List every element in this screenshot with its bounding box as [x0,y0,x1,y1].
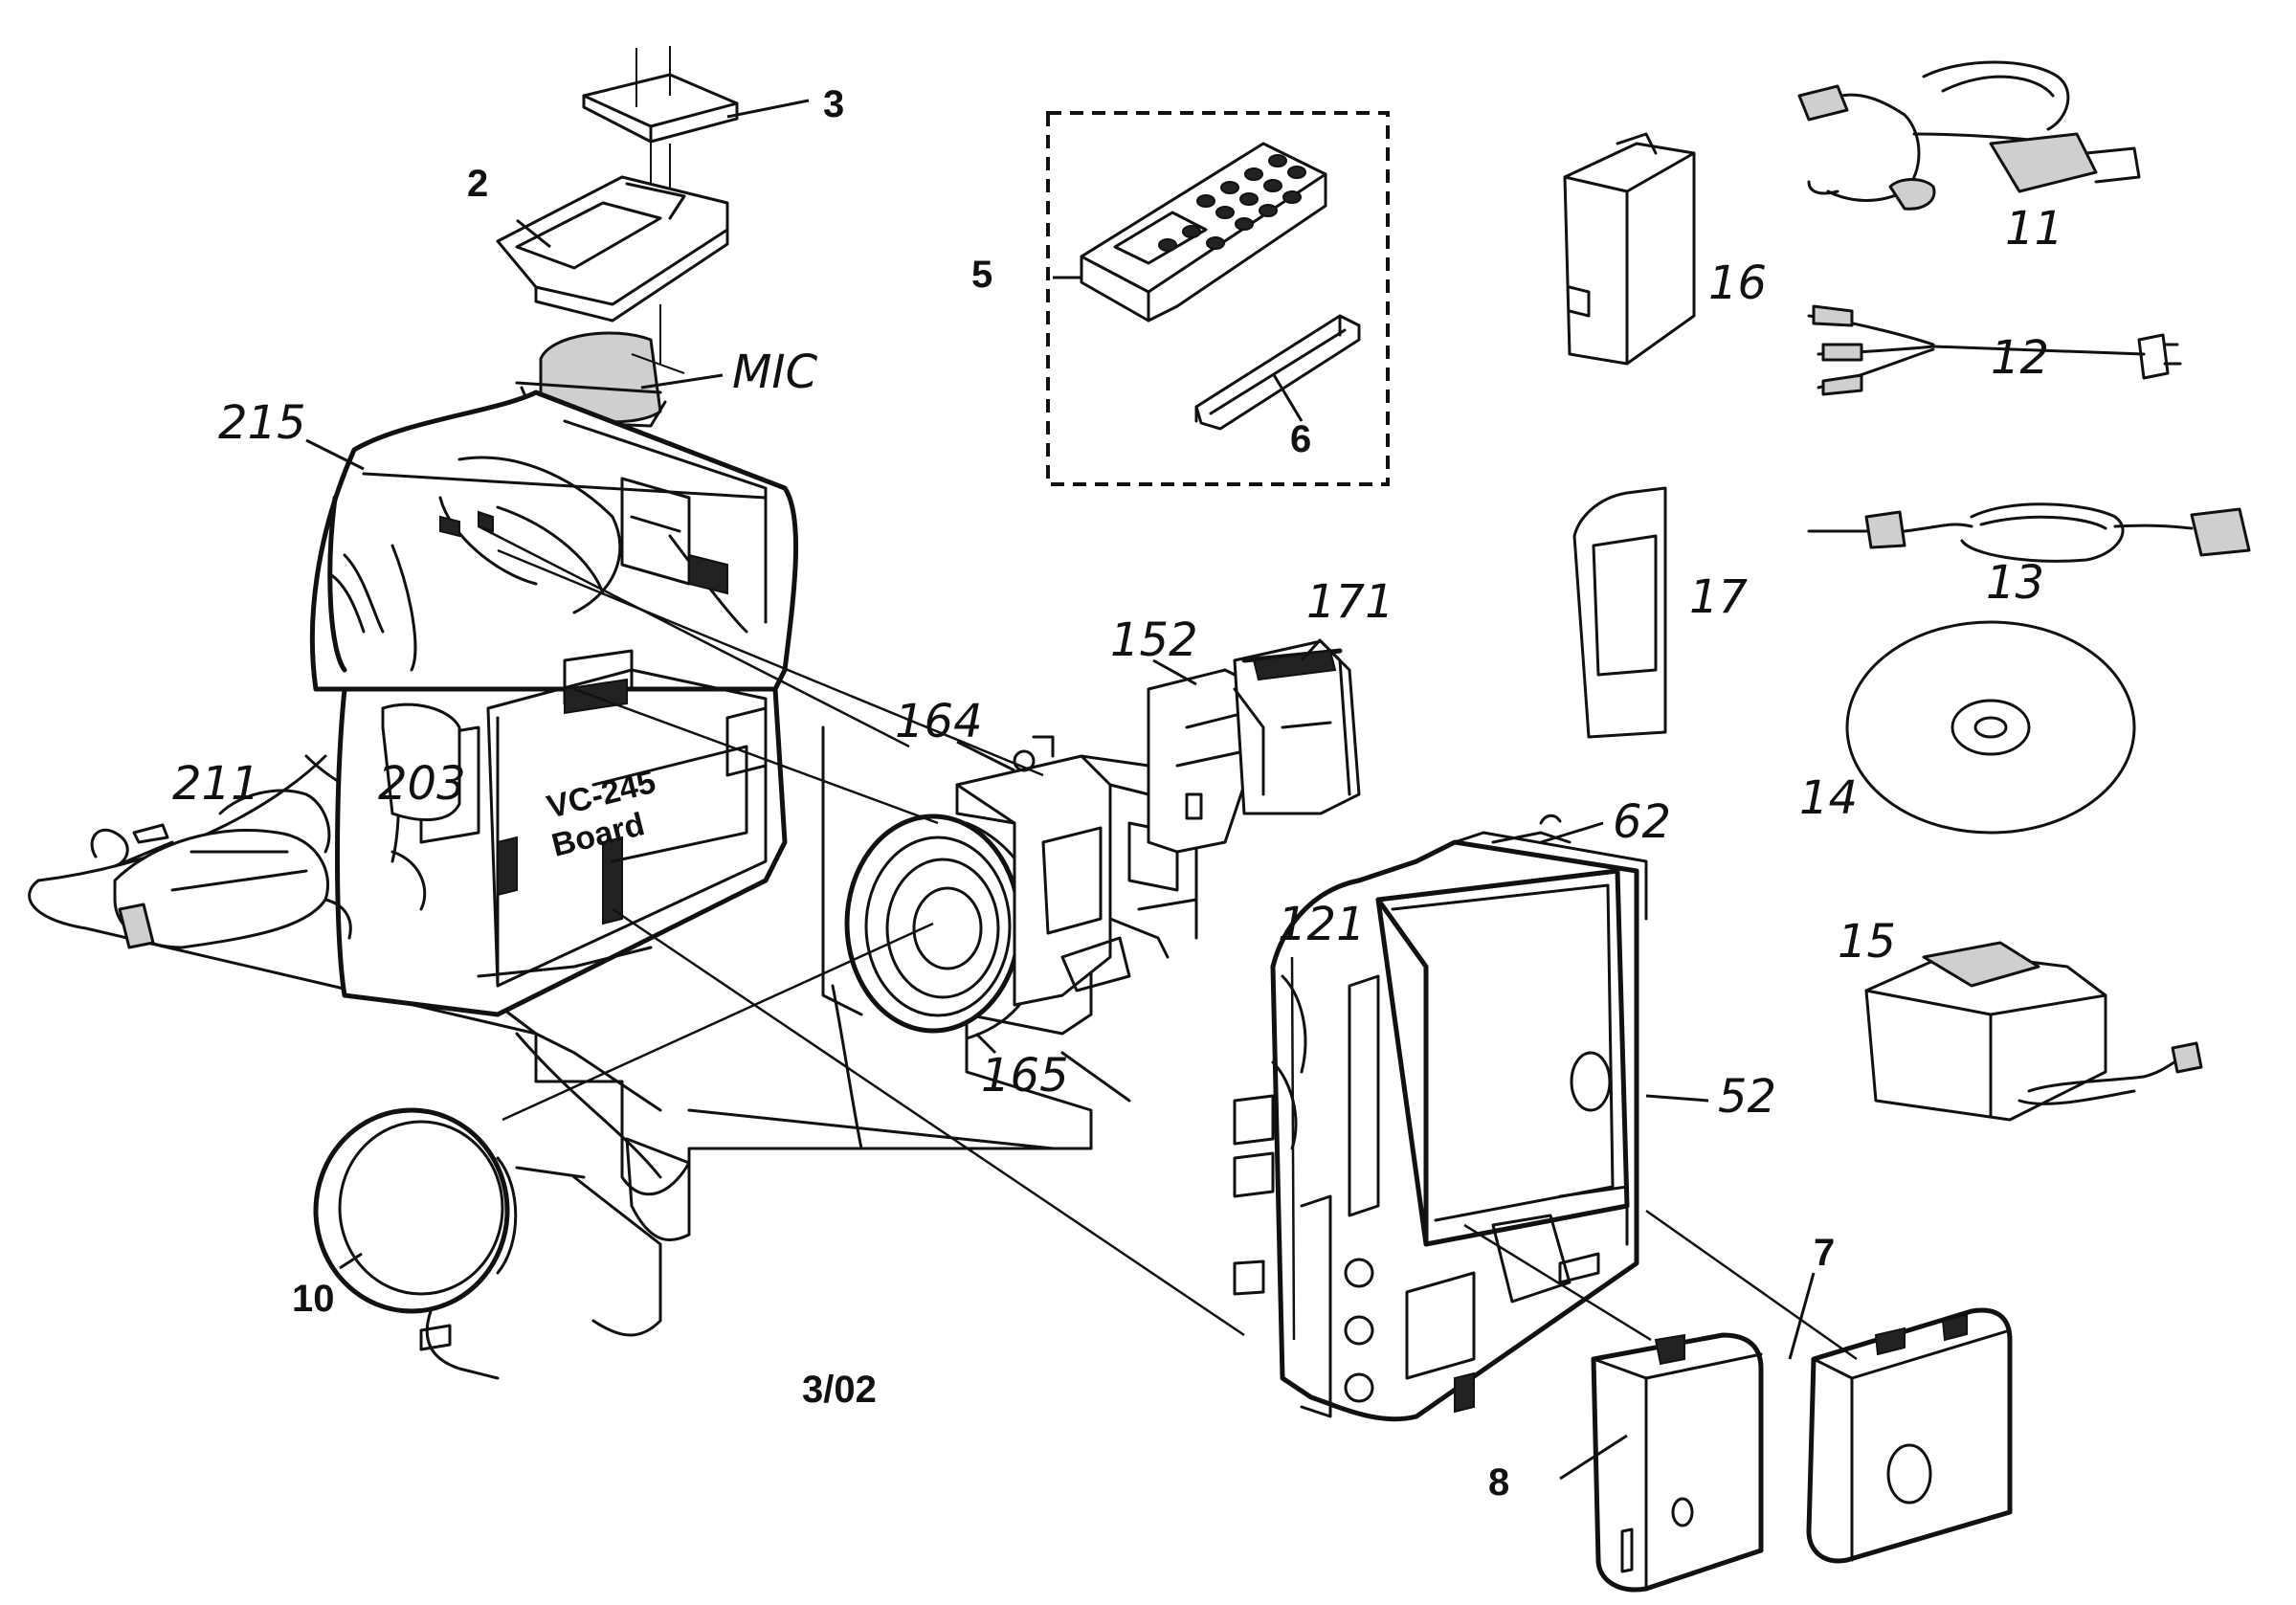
label-part-10: 10 [292,1278,335,1320]
part-14-disc [1845,620,2136,835]
label-part-2: 2 [467,163,488,205]
part-17-card [1572,486,1667,739]
part-5-remote-kit [1046,111,1390,486]
part-203-side-bracket [381,702,461,911]
label-part-164: 164 [895,695,983,748]
label-part-121: 121 [1278,898,1366,951]
remote-buttons [1158,154,1306,252]
part-10-lens-cap [313,1107,518,1380]
part-labels: 3 2 5 6 7 8 10 11 12 13 14 15 16 17 52 6… [172,83,2063,1504]
microphone [515,331,685,428]
label-part-17: 17 [1689,570,1749,624]
label-part-14: 14 [1799,771,1858,825]
label-part-11: 11 [2005,202,2063,256]
label-part-152: 152 [1110,613,1198,667]
label-part-211: 211 [172,757,260,811]
label-part-203: 203 [378,757,466,811]
label-part-7: 7 [1814,1232,1835,1274]
label-part-16: 16 [1708,256,1767,310]
label-part-8: 8 [1488,1461,1509,1504]
part-13-cable [1807,502,2251,563]
label-part-215: 215 [218,396,306,450]
part-16-battery [1563,132,1696,366]
part-7-rear-cover [1806,1307,2013,1564]
leader-lines [305,99,1816,1481]
label-part-5: 5 [971,254,992,296]
label-part-6: 6 [1290,418,1311,460]
label-mic: MIC [732,346,818,399]
label-part-3: 3 [823,83,844,125]
label-part-12: 12 [1991,331,2049,385]
alignment-guides [478,524,1858,1361]
label-part-13: 13 [1986,556,2044,610]
part-12-av-cable [1807,304,2182,396]
part-2-top-cover [496,175,729,364]
part-11-usb-cable [1797,60,2141,211]
part-3-bracket [582,46,739,220]
part-171-lens-housing [1233,639,1361,815]
label-part-52: 52 [1718,1070,1776,1124]
part-164-lens-mechanism [955,735,1198,1007]
date-code: 3/02 [802,1369,877,1411]
label-part-62: 62 [1613,795,1671,849]
part-152-ccd-block [1147,668,1246,854]
part-8-side-cover [1591,1332,1764,1593]
part-15-charger [1864,941,2203,1122]
part-215-camera-body [309,390,799,692]
label-part-171: 171 [1306,575,1394,629]
label-part-165: 165 [981,1049,1069,1103]
part-211-hand-strap [90,789,352,949]
label-part-15: 15 [1838,915,1896,969]
